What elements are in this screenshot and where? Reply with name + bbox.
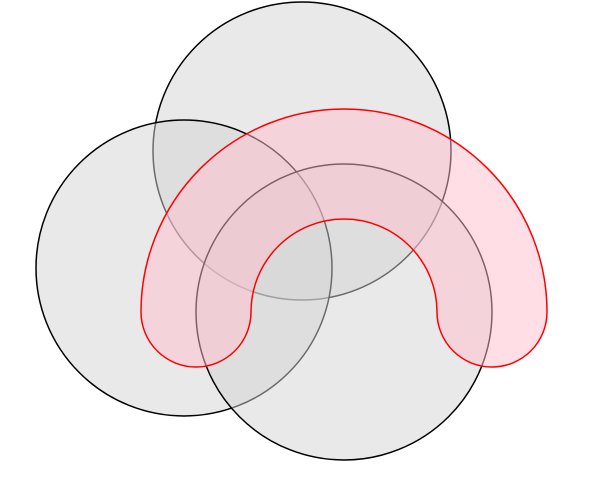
red-arch-shape: [140, 108, 548, 368]
